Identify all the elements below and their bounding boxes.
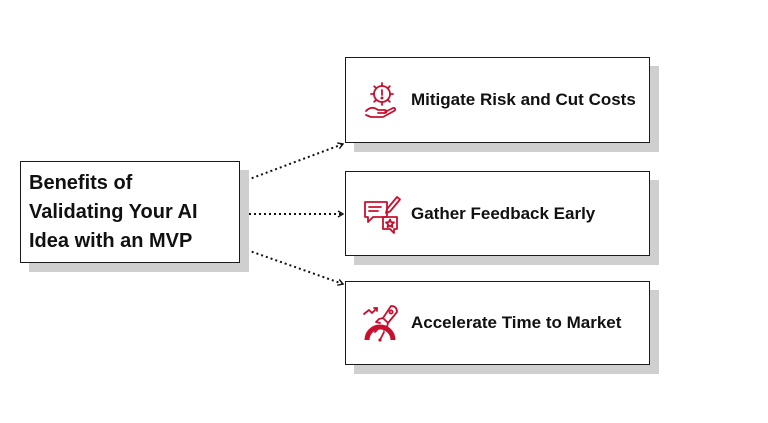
main-topic-title: Benefits of Validating Your AI Idea with… xyxy=(29,172,198,252)
benefit-card-gather-feedback: Gather Feedback Early xyxy=(345,171,650,256)
main-topic-card: Benefits of Validating Your AI Idea with… xyxy=(20,161,240,263)
feedback-document-pencil-icon xyxy=(364,195,401,234)
benefit-card-mitigate-risk: Mitigate Risk and Cut Costs xyxy=(345,57,650,143)
rocket-speedometer-icon xyxy=(363,305,398,342)
benefit-label: Accelerate Time to Market xyxy=(411,313,622,332)
benefit-label: Gather Feedback Early xyxy=(411,203,596,223)
benefit-label: Mitigate Risk and Cut Costs xyxy=(411,90,636,109)
benefit-card-accelerate-time: Accelerate Time to Market xyxy=(345,281,650,365)
arrow-to-mitigate-risk xyxy=(246,142,345,181)
risk-gear-hand-icon xyxy=(365,82,396,118)
arrow-to-accelerate-time xyxy=(246,249,345,286)
